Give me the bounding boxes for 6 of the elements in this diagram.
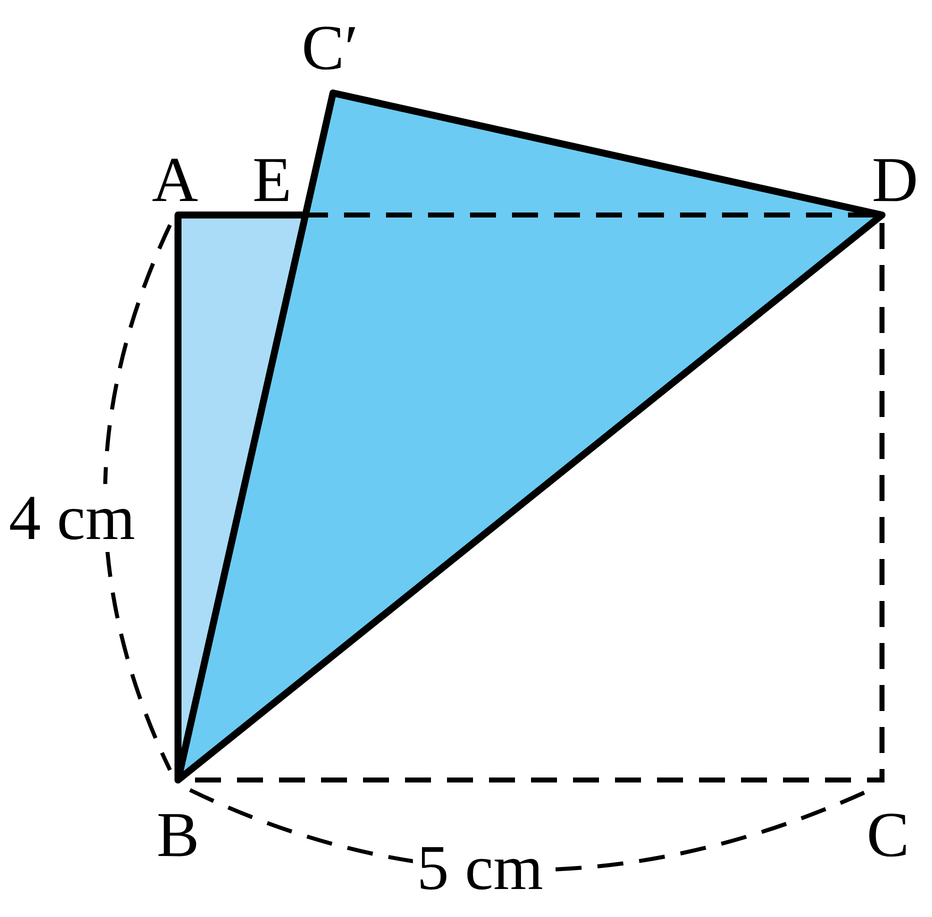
point-label: C′ [302, 16, 358, 80]
point-label: C [866, 803, 910, 867]
point-label: D [872, 148, 918, 212]
point-label: A [152, 148, 198, 212]
point-label: E [252, 148, 292, 212]
point-label: B [156, 803, 200, 867]
